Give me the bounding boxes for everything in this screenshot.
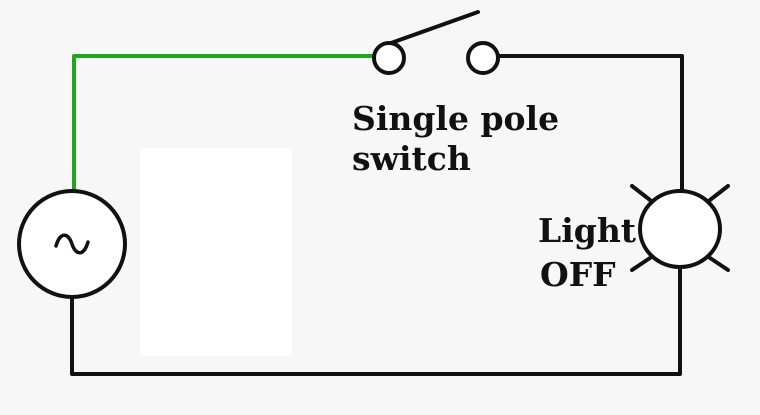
lamp-ray-bottom-left	[630, 256, 652, 272]
switch-contact-left	[372, 41, 406, 75]
switch-contact-right	[466, 41, 500, 75]
switch-label-line1: Single pole	[352, 99, 560, 138]
blank-panel	[140, 148, 292, 356]
lamp-bulb	[638, 189, 722, 269]
light-label-line1: Light	[538, 211, 637, 250]
return-wire	[70, 267, 682, 376]
lamp-ray-top-left	[630, 184, 652, 202]
switch-label-line2: switch	[352, 139, 471, 178]
switch-to-lamp-wire	[498, 54, 684, 192]
switch-lever	[389, 10, 480, 45]
lamp-ray-top-right	[708, 184, 730, 202]
light-label-line2: OFF	[540, 255, 616, 294]
lamp-ray-bottom-right	[708, 256, 730, 272]
live-wire	[72, 54, 374, 192]
sine-wave-icon	[54, 233, 90, 255]
